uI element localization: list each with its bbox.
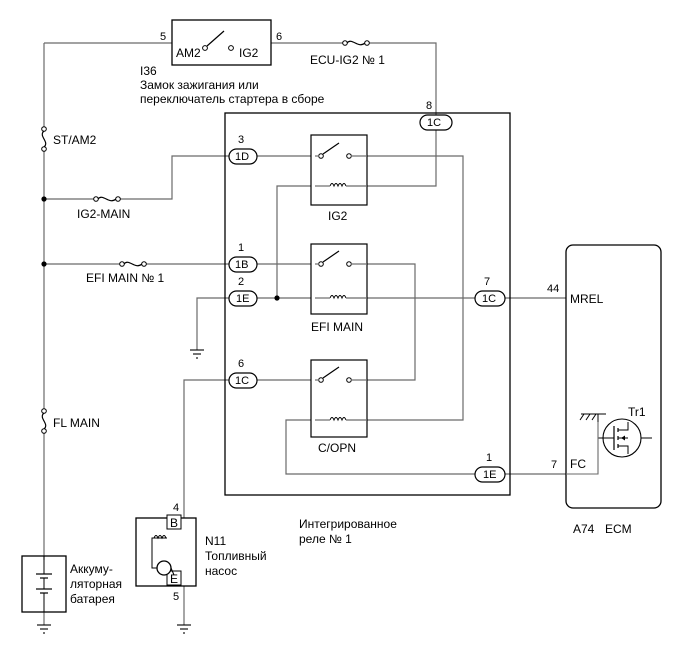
ignition-switch: AM2 IG2 5 6 I36 Замок зажигания или пере… — [140, 19, 325, 106]
svg-text:1E: 1E — [483, 469, 496, 481]
ignition-pin-5: 5 — [160, 31, 166, 43]
connector-pin: 2 — [238, 276, 244, 288]
fuse-ig2-main: IG2-MAIN — [77, 194, 130, 221]
relay-ig2-label: IG2 — [328, 209, 348, 223]
fuel-pump-pin-5: 5 — [173, 591, 179, 603]
fuel-pump-ground — [177, 624, 191, 634]
fuel-pump-name-line2: насос — [205, 564, 237, 578]
transistor-tr1-label: Tr1 — [628, 405, 646, 419]
svg-text:1C: 1C — [482, 293, 496, 305]
relay-copn-coil — [329, 417, 347, 422]
junction-dot — [41, 196, 47, 202]
ignition-am2-label: AM2 — [176, 46, 201, 60]
fuel-pump-b-label: B — [170, 516, 178, 530]
relay-ig2-coil — [329, 183, 347, 188]
relay-efi-main-box — [310, 243, 368, 315]
fuse-ecu-ig2-label: ECU-IG2 № 1 — [310, 53, 385, 67]
junction-dot — [41, 261, 47, 267]
connector-1c-7: 1C 7 — [474, 276, 506, 307]
relay-copn-box — [310, 359, 368, 438]
ecm-box — [565, 244, 662, 509]
fuel-pump-box — [135, 517, 197, 587]
connector-1e-2: 1E 2 — [228, 276, 258, 307]
fuse-st-am2-label: ST/AM2 — [53, 133, 97, 147]
svg-text:1C: 1C — [235, 375, 249, 387]
relay-ig2-box — [310, 134, 368, 206]
ecm: 44 MREL 7 FC A74 ECM Tr1 — [547, 244, 662, 536]
wire-ig2-coil-ground — [276, 185, 315, 298]
fuel-pump-e-label: E — [170, 572, 178, 586]
connector-1d-3: 1D 3 — [228, 134, 258, 165]
fuel-pump: B E 4 5 N11 Топливный насос — [135, 502, 267, 603]
battery-name-line1: Аккуму- — [70, 562, 113, 576]
integrated-relay-box — [224, 112, 511, 496]
ground-symbol — [190, 349, 204, 359]
relay-efi-main-label: EFI MAIN — [311, 320, 363, 334]
ignition-ref: I36 — [140, 64, 157, 78]
connector-pin: 6 — [238, 358, 244, 370]
ignition-name-line1: Замок зажигания или — [140, 78, 259, 92]
wire-copn-coil-to-1e — [285, 419, 475, 475]
integrated-relay-name-line2: реле № 1 — [299, 532, 352, 546]
battery-ground — [37, 624, 51, 634]
fuse-fl-main-label: FL MAIN — [53, 416, 100, 430]
svg-text:1D: 1D — [235, 151, 249, 163]
ignition-contact — [206, 30, 225, 47]
connector-pin: 7 — [484, 276, 490, 288]
svg-text:1C: 1C — [427, 117, 441, 129]
connector-1c-8: 1C 8 — [419, 100, 453, 131]
relay-ig2: IG2 — [310, 134, 368, 223]
fuse-efi-main-1: EFI MAIN № 1 — [86, 259, 165, 285]
wire-1c6-to-fuel-pump — [183, 379, 229, 518]
junction-dot — [274, 295, 280, 301]
relay-efi-main: EFI MAIN — [310, 243, 368, 334]
connector-pin: 1 — [486, 452, 492, 464]
wire-ig2-main — [44, 155, 229, 200]
wire-efi-switch-to-copn-switch — [353, 263, 416, 381]
connector-pin: 3 — [238, 134, 244, 146]
ignition-pin-6: 6 — [276, 31, 282, 43]
battery: Аккуму- ляторная батарея — [21, 555, 122, 613]
integrated-relay-name-line1: Интегрированное — [299, 517, 397, 531]
ecm-ref: A74 — [573, 522, 595, 536]
fuse-efi-main-1-label: EFI MAIN № 1 — [86, 271, 165, 285]
battery-name-line2: ляторная — [70, 577, 122, 591]
fuse-ecu-ig2: ECU-IG2 № 1 — [310, 38, 385, 67]
wire-1e-ground — [196, 297, 229, 350]
wire-ig2-switch-to-copn-coil — [345, 155, 464, 421]
ecm-pin-44: 44 — [547, 283, 559, 295]
ignition-name-line2: переключатель стартера в сборе — [140, 92, 325, 106]
wire-1c8-to-ig2-coil — [345, 130, 437, 187]
fuse-fl-main: FL MAIN — [41, 408, 100, 434]
relay-efi-main-coil — [329, 295, 347, 300]
relay-copn-label: C/OPN — [318, 441, 356, 455]
ecm-mrel-label: MREL — [570, 292, 604, 306]
connector-1e-1: 1E 1 — [474, 452, 506, 483]
svg-text:1B: 1B — [235, 259, 248, 271]
relay-copn: C/OPN — [310, 359, 368, 455]
svg-text:1E: 1E — [236, 293, 249, 305]
wires — [43, 42, 566, 625]
fuse-st-am2: ST/AM2 — [41, 126, 97, 152]
battery-name-line3: батарея — [70, 592, 115, 606]
ignition-switch-box — [171, 19, 272, 66]
ecm-fc-label: FC — [570, 457, 586, 471]
ecm-pin-7: 7 — [551, 459, 557, 471]
fuel-pump-motor-icon — [156, 560, 172, 576]
connector-1b-1: 1B 1 — [228, 242, 258, 273]
wire-ig2-to-ecu-ig2 — [271, 42, 437, 115]
fuse-ig2-main-label: IG2-MAIN — [77, 207, 130, 221]
fuel-pump-ref: N11 — [205, 534, 226, 548]
ignition-ig2-label: IG2 — [239, 46, 259, 60]
connector-pin: 1 — [238, 242, 244, 254]
ecm-name: ECM — [605, 522, 632, 536]
connector-pin: 8 — [426, 100, 432, 112]
transistor-tr1: Tr1 — [566, 405, 652, 475]
fuel-pump-pin-4: 4 — [173, 502, 179, 514]
fuel-pump-name-line1: Топливный — [205, 549, 267, 563]
integrated-relay: Интегрированное реле № 1 IG2 EF — [224, 100, 511, 546]
connector-1c-6: 1C 6 — [228, 358, 258, 389]
